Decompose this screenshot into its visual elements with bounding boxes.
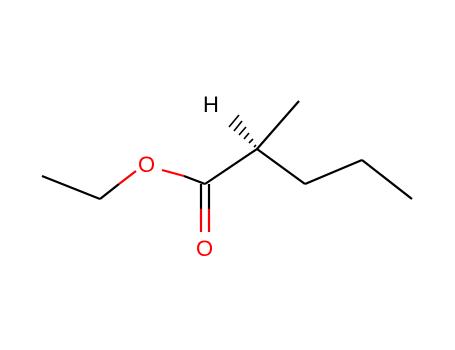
bond-o-carbonyl-carbon-oxygen-half <box>161 168 185 178</box>
atom-label-stereo-hydrogen: H <box>203 92 219 117</box>
bond-ch2-o-oxygen-half <box>118 170 137 185</box>
hashed-wedge-bond <box>228 114 257 148</box>
bond-ch2b-ch3 <box>361 159 413 200</box>
atom-label-ether-oxygen: O <box>138 152 155 177</box>
bond-ch2-o-carbon-half <box>99 183 120 200</box>
bond-ch3-ch2 <box>41 174 101 201</box>
bond-o-carbonyl-carbon-carbon-half <box>183 174 206 186</box>
bond-ch2a-ch2b <box>304 158 363 186</box>
bond-stereocenter-ch2a <box>256 148 306 185</box>
bond-carbonyl-stereocenter <box>204 148 258 185</box>
atom-label-carbonyl-oxygen: O <box>196 236 213 261</box>
bond-stereocenter-methyl <box>256 100 300 150</box>
